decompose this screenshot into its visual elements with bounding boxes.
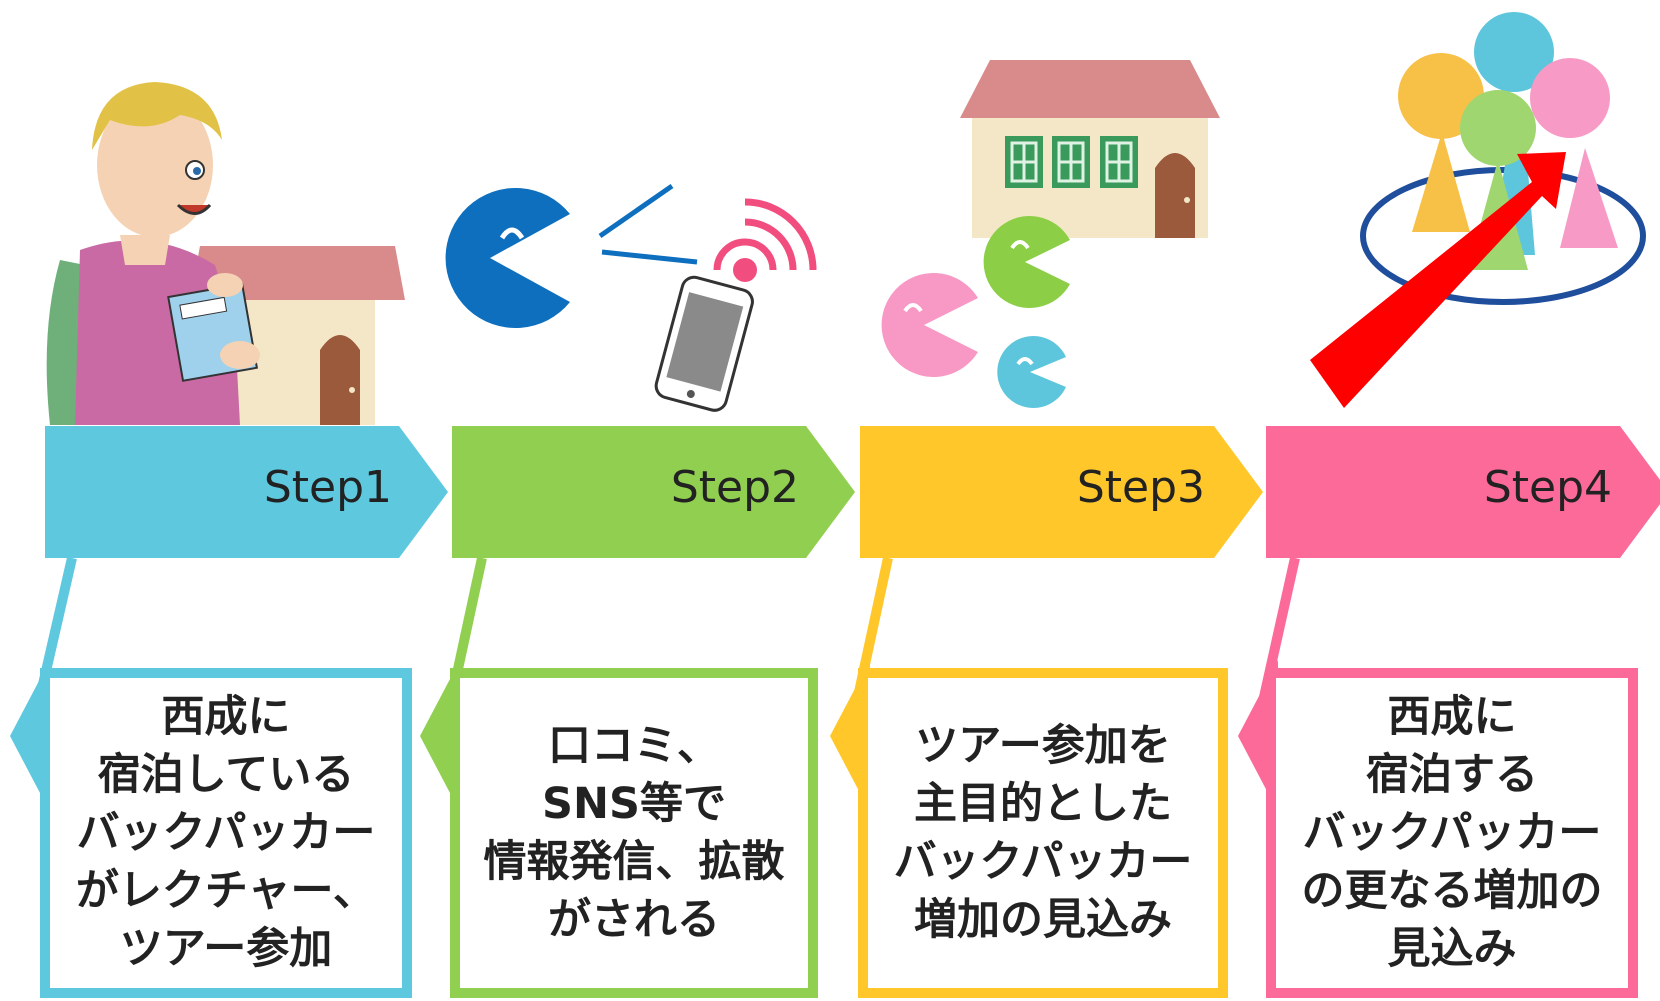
- traveler-with-guidebook-icon: [46, 82, 260, 425]
- step3-label: Step3: [1076, 462, 1205, 513]
- step3-description: ツアー参加を 主目的とした バックパッカー 増加の見込み: [893, 721, 1193, 945]
- smartphone-icon: [654, 275, 754, 412]
- step4-description-box: 西成に 宿泊する バックパッカー の更なる増加の 見込み: [1266, 668, 1638, 998]
- step2-description: 口コミ、 SNS等で 情報発信、拡散 がされる: [483, 721, 785, 945]
- step3-arrow: [860, 426, 1263, 558]
- step4-arrow: [1266, 426, 1660, 558]
- step1-description: 西成に 宿泊している バックパッカー がレクチャー、 ツアー参加: [75, 692, 377, 974]
- step2-description-box: 口コミ、 SNS等で 情報発信、拡散 がされる: [450, 668, 818, 998]
- step4-label: Step4: [1483, 462, 1612, 513]
- step1-label: Step1: [263, 462, 392, 513]
- pacman-group-icon: [881, 216, 1070, 409]
- guesthouse-icon: [960, 60, 1220, 238]
- step1-description-box: 西成に 宿泊している バックパッカー がレクチャー、 ツアー参加: [40, 668, 412, 998]
- step1-arrow: [45, 426, 448, 558]
- step3-description-box: ツアー参加を 主目的とした バックパッカー 増加の見込み: [858, 668, 1228, 998]
- pacman-speaker-icon: [445, 183, 698, 328]
- growth-arrow-icon: [1310, 152, 1566, 408]
- people-group-icon: [1360, 12, 1646, 305]
- step2-arrow: [452, 426, 855, 558]
- wifi-signal-icon: [713, 198, 817, 282]
- step4-description: 西成に 宿泊する バックパッカー の更なる増加の 見込み: [1301, 692, 1603, 974]
- step2-label: Step2: [670, 462, 799, 513]
